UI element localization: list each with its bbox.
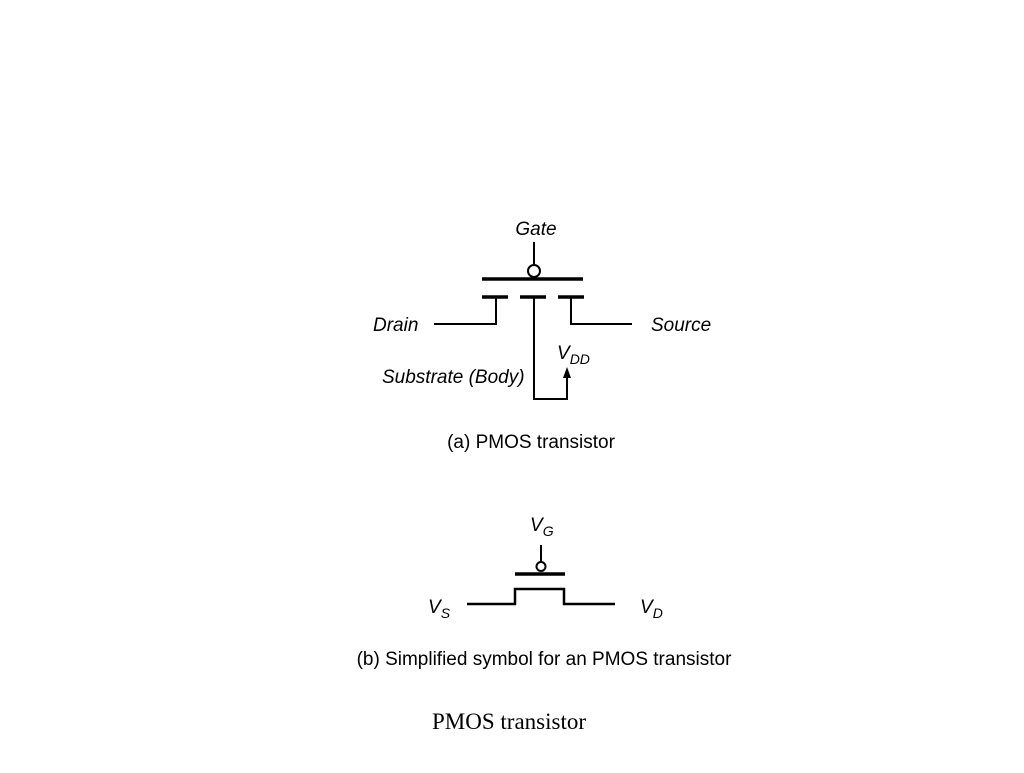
vs-label: VS: [428, 597, 451, 621]
channel-path: [467, 587, 615, 606]
gate-bubble-icon: [535, 561, 547, 572]
caption-a: (a) PMOS transistor: [447, 432, 616, 453]
vs-label-main: V: [428, 597, 443, 618]
source-lead: [570, 298, 632, 325]
vdd-label-subscript: DD: [570, 351, 590, 367]
vs-label-subscript: S: [441, 605, 451, 621]
drain-label: Drain: [373, 315, 418, 336]
pmos-transistor-diagram: Gate Drain Source VDD Substrate (Body) (…: [373, 219, 711, 453]
vg-label-subscript: G: [543, 523, 554, 539]
drain-lead: [434, 298, 497, 325]
substrate-label: Substrate (Body): [382, 367, 525, 388]
vd-label: VD: [640, 597, 663, 621]
caption-b: (b) Simplified symbol for an PMOS transi…: [357, 649, 733, 670]
vd-label-main: V: [640, 597, 655, 618]
vd-label-subscript: D: [653, 605, 663, 621]
gate-label: Gate: [515, 219, 556, 240]
substrate-lead: [533, 298, 568, 400]
vdd-label-main: V: [557, 343, 572, 364]
vdd-arrow-icon: [563, 367, 571, 378]
slide-title: PMOS transistor: [432, 709, 586, 734]
source-label: Source: [651, 315, 711, 336]
pmos-simplified-symbol: VG VS VD (b) Simplified symbol for an PM…: [357, 515, 733, 670]
gate-bubble-icon: [527, 264, 541, 278]
vdd-label: VDD: [557, 343, 590, 367]
vg-label: VG: [530, 515, 554, 539]
vg-label-main: V: [530, 515, 545, 536]
